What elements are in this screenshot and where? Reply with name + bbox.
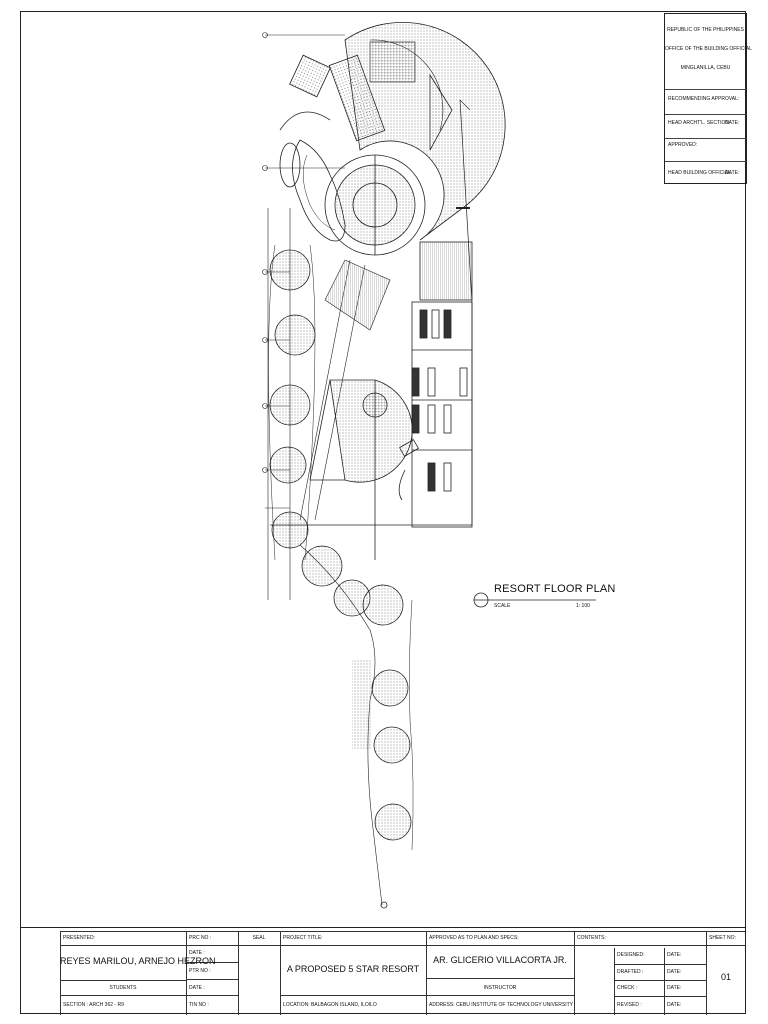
left-cottages: [268, 244, 316, 561]
presented-label: PRESENTED:: [63, 935, 95, 941]
approved-label: APPROVED AS TO PLAN AND SPECS:: [429, 935, 519, 941]
site-boundary: [270, 99, 473, 526]
plan-title: RESORT FLOOR PLAN: [494, 583, 616, 595]
prc-no: PRC NO :: [189, 935, 212, 941]
instructor-label: INSTRUCTOR: [483, 985, 517, 991]
contents-label: CONTENTS:: [577, 935, 606, 941]
instructor-name: AR. GLICERIO VILLACORTA JR.: [433, 955, 567, 965]
instructor-address: ADDRESS: CEBU INSTITUTE OF TECHNOLOGY UN…: [429, 1002, 574, 1008]
lower-plaza-fan: [309, 379, 413, 560]
check-label: CHECK :: [617, 985, 638, 991]
check-date: DATE:: [667, 985, 682, 991]
approval-date-2: DATE:: [725, 170, 740, 176]
plan-title-symbol: [473, 592, 596, 608]
pool: [279, 139, 346, 242]
approval-recommending: RECOMMENDING APPROVAL:: [668, 96, 740, 102]
tin-no: TIN NO :: [189, 1002, 209, 1008]
students-label: STUDENTS: [109, 985, 137, 991]
parking-building: [398, 241, 473, 528]
designed-date: DATE:: [667, 952, 682, 958]
approval-republic: REPUBLIC OF THE PHILIPPINES: [667, 27, 744, 33]
sheet-no-label: SHEET NO:: [709, 935, 736, 941]
revised-label: REVISED :: [617, 1002, 642, 1008]
seal-label: SEAL: [252, 935, 266, 941]
drafted-label: DRAFTED :: [617, 969, 644, 975]
grid-lines: [262, 32, 345, 600]
title-block: PRESENTED: REYES MARILOU, ARNEJO HEZRON …: [20, 927, 746, 1015]
project-location: LOCATION: BALBAGON ISLAND, ILOILO: [283, 1002, 377, 1008]
project-title-label: PROJECT TITLE:: [283, 935, 323, 941]
diagonal-promenade: [299, 259, 391, 521]
ptr-no: PTR NO :: [189, 968, 211, 974]
approval-location: MINGLANILLA, CEBU: [680, 65, 731, 71]
plan-scale-label: SCALE: [494, 603, 511, 609]
date-a: DATE :: [189, 950, 205, 956]
date-b: DATE :: [189, 985, 205, 991]
revised-date: DATE:: [667, 1002, 682, 1008]
central-round-hall: [324, 154, 426, 256]
lower-cottages: [299, 544, 414, 909]
drafted-date: DATE:: [667, 969, 682, 975]
approval-head-archtl: HEAD ARCHT'L. SECTION: [668, 120, 729, 126]
sheet-number: 01: [720, 972, 731, 982]
approval-office: OFFICE OF THE BUILDING OFFICIAL: [665, 46, 752, 52]
approval-date-1: DATE:: [725, 120, 740, 126]
project-title: A PROPOSED 5 STAR RESORT: [286, 964, 420, 974]
approval-block: REPUBLIC OF THE PHILIPPINES OFFICE OF TH…: [664, 13, 752, 184]
plan-scale-value: 1: 100: [576, 603, 590, 609]
section-label: SECTION : ARCH 362 - R9: [63, 1002, 124, 1008]
designed-label: DESIGNED:: [617, 952, 645, 958]
approval-approved: APPROVED:: [668, 142, 698, 148]
presenter-names: REYES MARILOU, ARNEJO HEZRON: [60, 956, 216, 966]
approval-head-building: HEAD BUILDING OFFICIAL: [668, 170, 731, 176]
drawing-sheet-border: [20, 11, 746, 1014]
upper-villas: [279, 54, 386, 142]
